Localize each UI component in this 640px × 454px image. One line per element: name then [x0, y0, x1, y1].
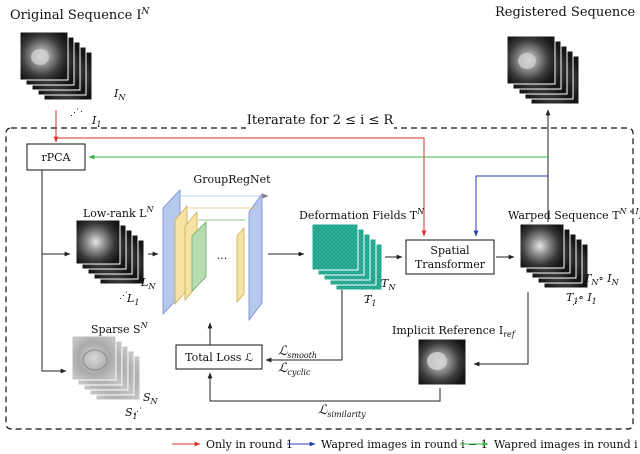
index-TN: TN — [381, 277, 396, 292]
warped-label: Warped Sequence TN ∘ IN — [508, 207, 640, 222]
index-W1: T1∘ I1 — [566, 291, 597, 306]
index-IN: IN — [113, 87, 126, 102]
iteration-label: Iterarate for 2 ≤ i ≤ R — [247, 113, 395, 128]
mri-stack-icon — [417, 338, 467, 386]
svg-text:⋰: ⋰ — [572, 297, 581, 307]
original-sequence-stack: . ⋰ IN I1 — [19, 31, 126, 129]
index-I1: I1 — [91, 114, 101, 129]
loss-cyclic: ℒcyclic — [278, 361, 311, 377]
legend-item-curr-round: Wapred images in round i — [460, 438, 638, 451]
rpca-box — [26, 143, 86, 171]
total-loss-label: Total Loss ℒ — [185, 351, 253, 364]
feedback-arrows — [88, 154, 549, 237]
svg-text:Only in round 1: Only in round 1 — [206, 438, 293, 451]
network-ellipsis: ··· — [217, 252, 228, 265]
sparse-stack: ⋰ SN S1 — [71, 335, 159, 421]
implicit-reference-label: Implicit Reference Iref — [392, 324, 517, 339]
red-round1-arrows — [53, 110, 427, 237]
svg-text:⋰: ⋰ — [364, 295, 373, 305]
svg-text:Wapred images in round i: Wapred images in round i — [494, 438, 638, 451]
spatial-transformer-box — [405, 239, 495, 275]
svg-text:⋰: ⋰ — [133, 407, 142, 417]
spatial-transformer-label-1: Spatial — [430, 244, 470, 257]
sparse-label: Sparse SN — [91, 321, 149, 336]
groupregnet-label: GroupRegNet — [193, 173, 271, 186]
low-rank-stack: ⋰ LN L1 — [75, 219, 156, 307]
legend-item-round1: Only in round 1 — [172, 438, 293, 451]
iteration-frame — [5, 127, 634, 430]
mri-stack-icon — [19, 31, 93, 101]
svg-text:⋰: ⋰ — [70, 108, 79, 118]
spatial-transformer-label-2: Transformer — [415, 258, 486, 271]
svg-text:.: . — [80, 105, 83, 115]
index-L1: L1 — [126, 292, 139, 307]
index-LN: LN — [140, 276, 156, 291]
svg-text:Wapred images in round i − 1: Wapred images in round i − 1 — [321, 438, 488, 451]
mri-stack-icon — [506, 35, 580, 105]
warped-sequence-stack: ⋰ TN∘ IN T1∘ I1 — [519, 223, 620, 307]
svg-text:⋰: ⋰ — [119, 291, 128, 301]
legend-item-prev-round: Wapred images in round i − 1 — [287, 438, 488, 451]
network-layers-icon: ··· — [162, 188, 269, 322]
mri-stack-icon — [519, 223, 589, 289]
deformation-label: Deformation Fields TN — [299, 207, 425, 222]
loss-smooth: ℒsmooth — [278, 344, 317, 360]
registered-sequence-stack — [506, 35, 580, 105]
index-T1: T1 — [364, 293, 376, 308]
rpca-label: rPCA — [41, 151, 71, 164]
black-flow-arrows — [41, 109, 551, 402]
low-rank-label: Low-rank LN — [83, 205, 154, 220]
registered-sequence-title: Registered Sequence — [495, 5, 636, 20]
loss-similarity: ℒsimilarity — [318, 403, 366, 419]
legend: Only in round 1 Wapred images in round i… — [172, 438, 638, 451]
index-S1: S1 — [125, 406, 138, 421]
original-sequence-title: Original Sequence IN — [10, 7, 151, 23]
index-SN: SN — [143, 391, 159, 406]
deformation-grid-icon: ⋰ TN T1 — [311, 223, 396, 308]
total-loss-box — [175, 344, 263, 370]
mri-stack-icon — [75, 219, 145, 285]
index-WN: TN∘ IN — [584, 272, 620, 287]
